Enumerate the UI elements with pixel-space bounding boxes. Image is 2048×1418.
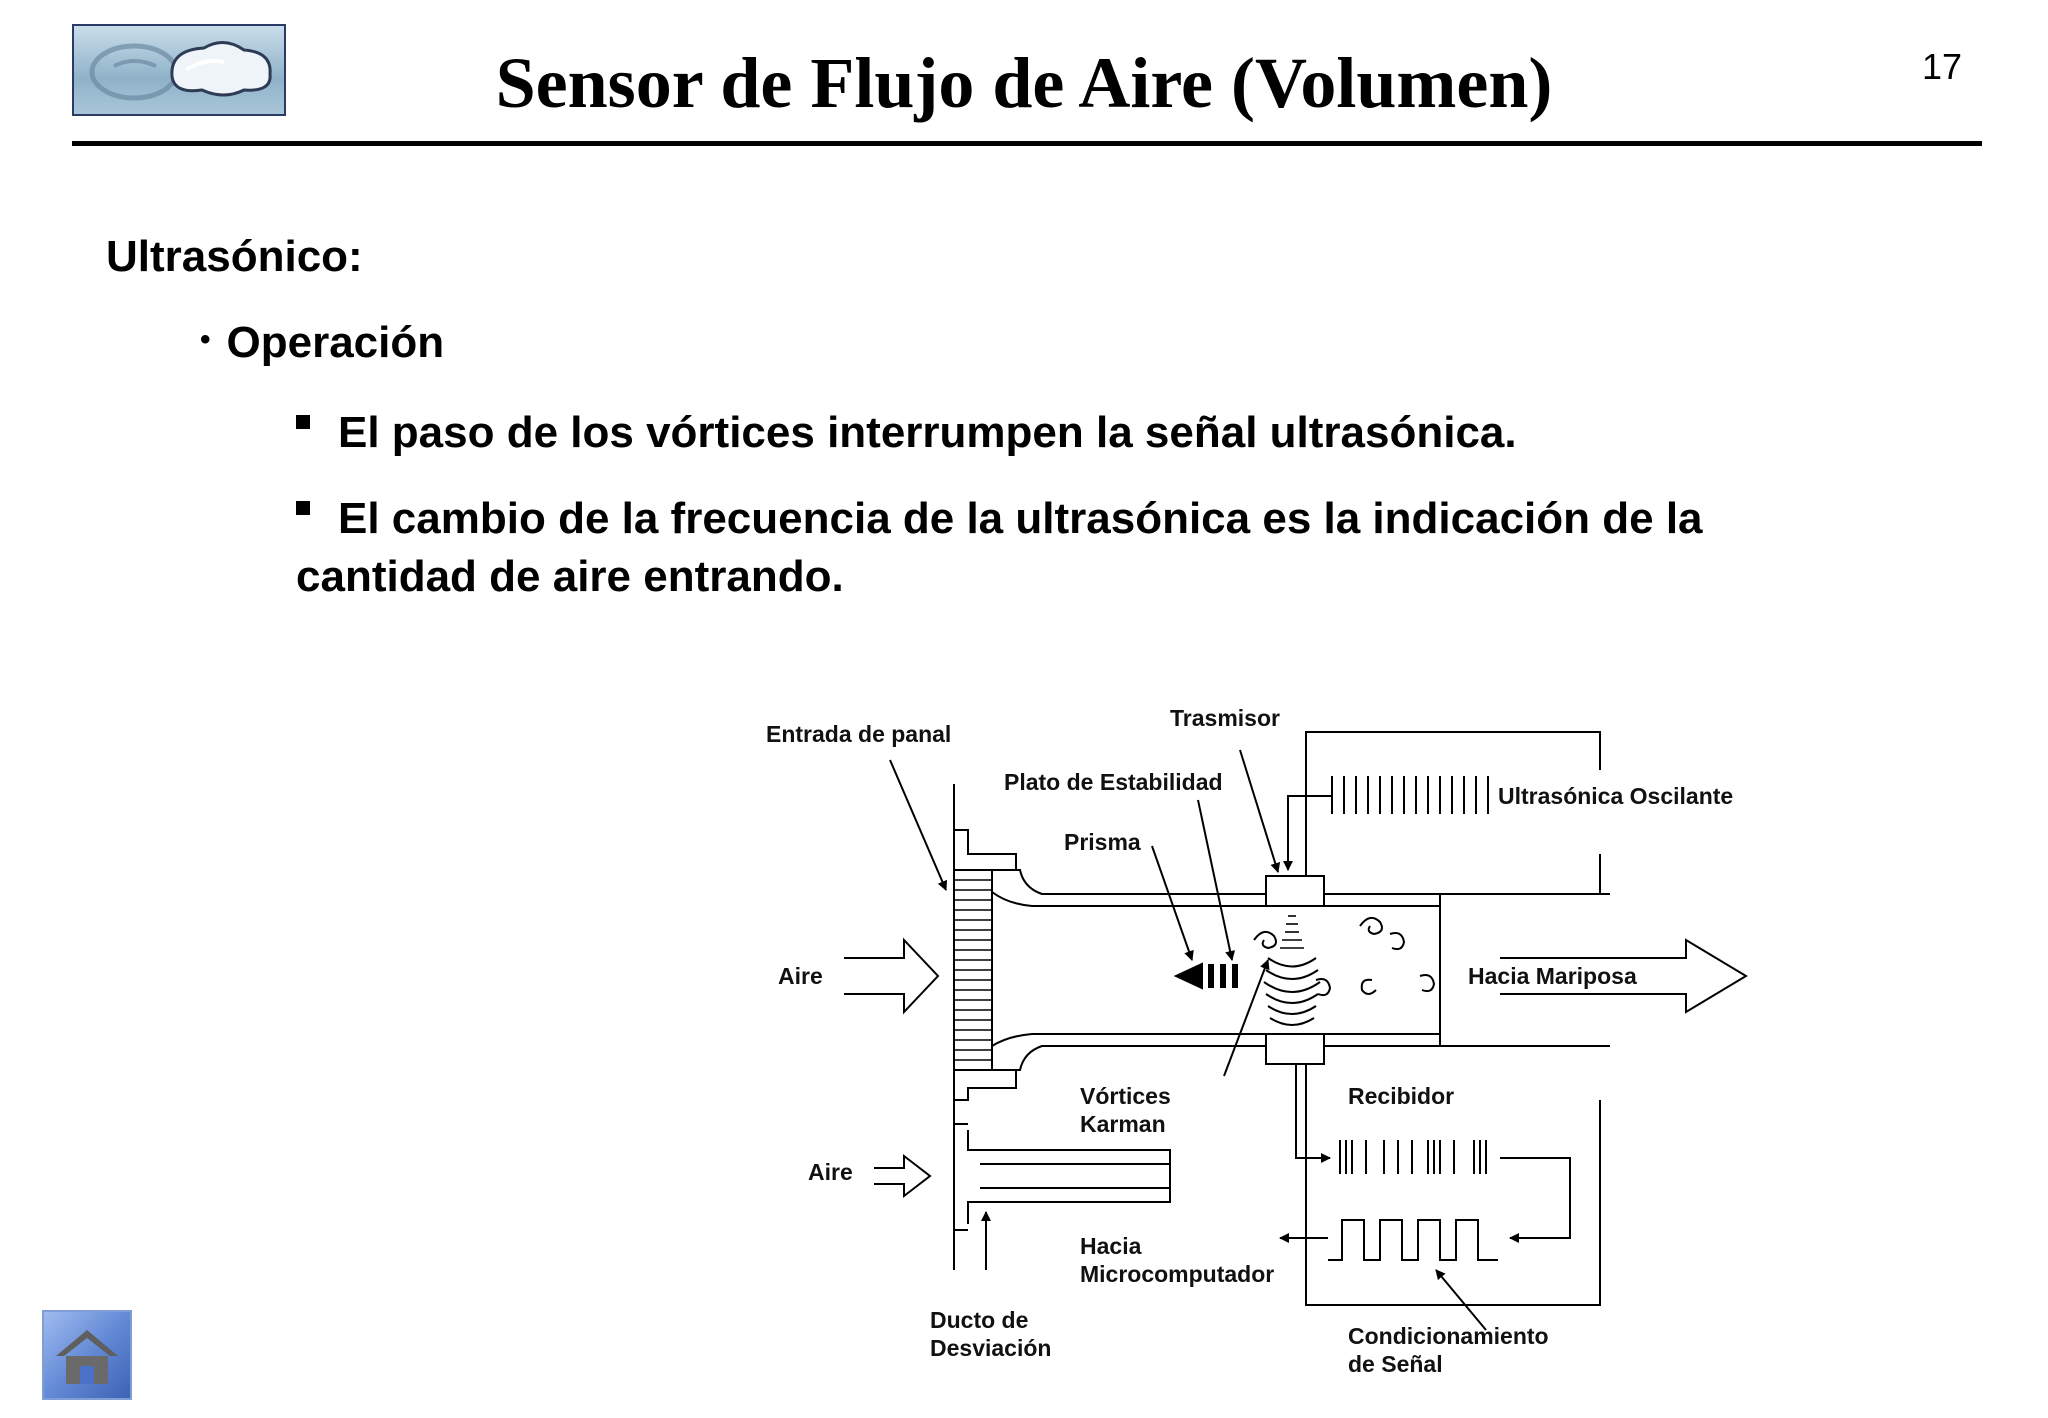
bullet-item: • Operación	[200, 318, 444, 368]
page-number: 17	[1921, 46, 1962, 87]
label-trasmisor: Trasmisor	[1170, 705, 1280, 731]
label-ducto-desviacion-1: Ducto de	[930, 1307, 1028, 1333]
home-icon	[56, 1330, 118, 1384]
sub-bullet-item: El cambio de la frecuencia de la ultrasó…	[296, 490, 1856, 606]
label-aire-bypass: Aire	[808, 1159, 853, 1185]
label-plato-estabilidad: Plato de Estabilidad	[1004, 769, 1223, 795]
bullet-icon: •	[200, 323, 211, 356]
square-bullet-icon	[296, 501, 310, 515]
label-recibidor: Recibidor	[1348, 1083, 1454, 1109]
label-ultrasonica-oscilante: Ultrasónica Oscilante	[1498, 783, 1733, 809]
label-condicionamiento-1: Condicionamiento	[1348, 1323, 1549, 1349]
label-ducto-desviacion-2: Desviación	[930, 1335, 1051, 1361]
label-hacia-micro-1: Hacia	[1080, 1233, 1142, 1259]
sub-bullet-text: El paso de los vórtices interrumpen la s…	[338, 408, 1517, 457]
label-prisma: Prisma	[1064, 829, 1141, 855]
section-heading: Ultrasónico:	[106, 232, 363, 281]
sub-bullet-text: El cambio de la frecuencia de la ultrasó…	[296, 494, 1703, 601]
label-aire-main: Aire	[778, 963, 823, 989]
sub-bullet-item: El paso de los vórtices interrumpen la s…	[296, 404, 1856, 462]
ultrasonic-sensor-diagram: Entrada de panal Trasmisor Plato de Esta…	[766, 705, 1748, 1377]
home-button[interactable]	[42, 1310, 132, 1400]
label-condicionamiento-2: de Señal	[1348, 1351, 1443, 1377]
label-vortices-karman-1: Vórtices	[1080, 1083, 1171, 1109]
label-vortices-karman-2: Karman	[1080, 1111, 1166, 1137]
label-entrada-panal: Entrada de panal	[766, 721, 951, 747]
label-hacia-mariposa: Hacia Mariposa	[1468, 963, 1637, 989]
label-hacia-micro-2: Microcomputador	[1080, 1261, 1274, 1287]
slide-title: Sensor de Flujo de Aire (Volumen)	[495, 43, 1553, 123]
bullet-text: Operación	[226, 318, 445, 367]
company-logo	[72, 24, 286, 116]
square-bullet-icon	[296, 415, 310, 429]
title-divider	[72, 141, 1982, 146]
